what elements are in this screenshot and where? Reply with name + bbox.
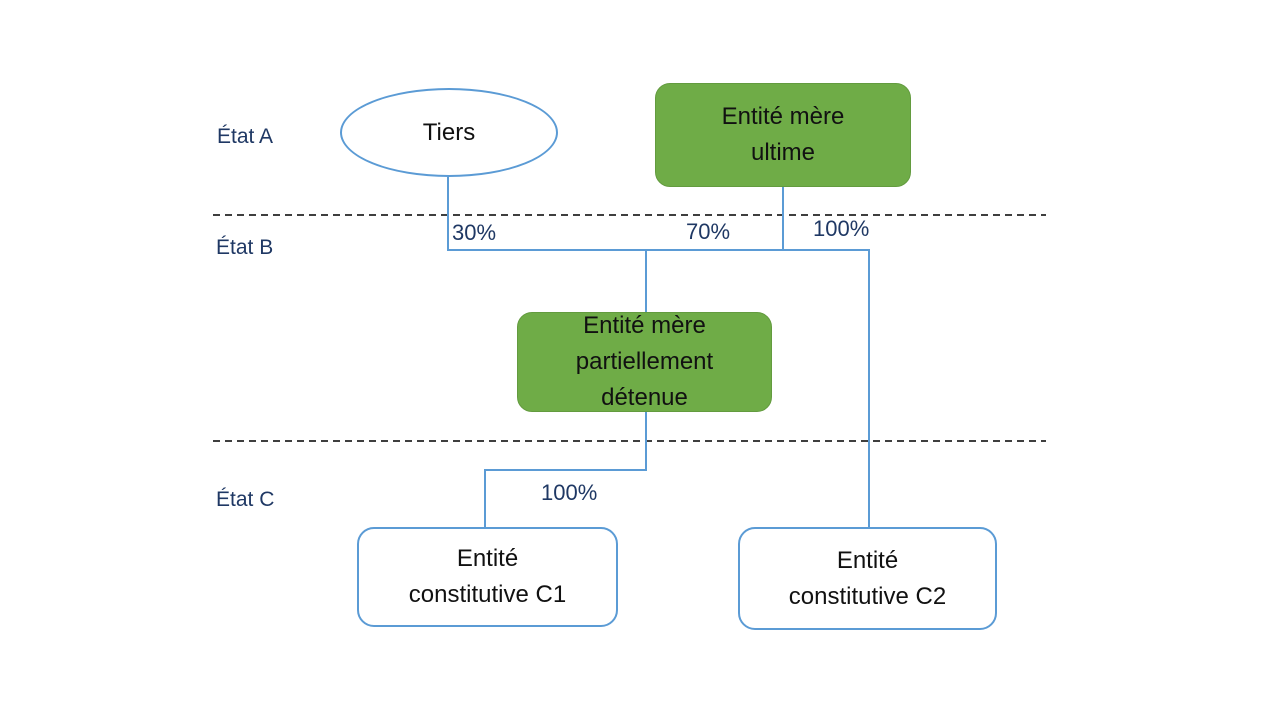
node-ultimate-parent-label-line1: Entité mère [721, 103, 845, 130]
connector-pope-bottom-drop [645, 411, 647, 471]
connector-ultimate-parent-drop [782, 187, 784, 250]
ownership-upe-in-c2-label: 100% [813, 216, 870, 241]
connector-c1-drop [484, 469, 486, 528]
connector-bus-to-c2 [868, 249, 870, 528]
node-constituent-c2-label-line1: Entité [836, 546, 899, 574]
node-constituent-c1-label-line1: Entité [456, 545, 519, 572]
state-b-label: État B [216, 236, 274, 259]
node-partially-owned-parent-label-line3: détenue [601, 384, 688, 411]
ownership-upe-in-pope-label: 70% [686, 219, 731, 244]
node-tiers-label: Tiers [422, 118, 476, 146]
connector-ownership-bus [447, 249, 870, 251]
node-constituent-c1: Entité constitutive C1 [357, 527, 618, 627]
ownership-pope-in-c1-label: 100% [541, 480, 598, 505]
node-constituent-c2: Entité constitutive C2 [738, 527, 997, 630]
ownership-tiers-in-pope-label: 30% [452, 220, 497, 245]
node-partially-owned-parent-label-line2: partiellement [575, 348, 714, 375]
state-ab-separator-line [213, 214, 1046, 216]
state-a-label: État A [217, 125, 274, 148]
node-ultimate-parent-label-line2: ultime [750, 139, 816, 166]
connector-bus-to-pope [645, 249, 647, 314]
state-bc-separator-line [213, 440, 1046, 442]
node-tiers: Tiers [340, 88, 558, 177]
node-partially-owned-parent: Entité mère partiellement détenue [517, 312, 772, 412]
node-constituent-c2-label-line2: constitutive C2 [788, 582, 947, 610]
connector-tiers-drop [447, 177, 449, 250]
node-partially-owned-parent-label-line1: Entité mère [583, 312, 706, 339]
state-c-label: État C [216, 488, 275, 511]
connector-pope-to-c1-horizontal [484, 469, 647, 471]
node-ultimate-parent: Entité mère ultime [655, 83, 911, 187]
node-constituent-c1-label-line2: constitutive C1 [408, 581, 567, 608]
